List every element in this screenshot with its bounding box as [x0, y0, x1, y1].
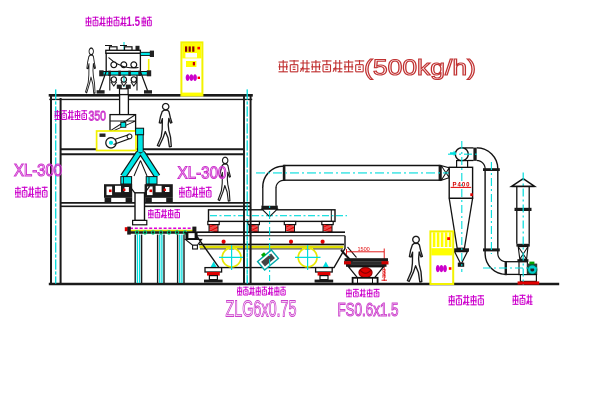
svg-text:FS0.6x1.5: FS0.6x1.5 [338, 300, 399, 320]
svg-text:XL-300: XL-300 [14, 160, 62, 180]
svg-text:360: 360 [382, 269, 388, 278]
svg-text:350: 350 [89, 109, 107, 124]
svg-text:1.5: 1.5 [127, 13, 141, 29]
svg-text:1500: 1500 [358, 247, 370, 253]
svg-text:ZLG6x0.75: ZLG6x0.75 [226, 296, 297, 322]
svg-text:(500kg/h): (500kg/h) [364, 55, 476, 80]
svg-text:XL-300: XL-300 [178, 163, 227, 183]
